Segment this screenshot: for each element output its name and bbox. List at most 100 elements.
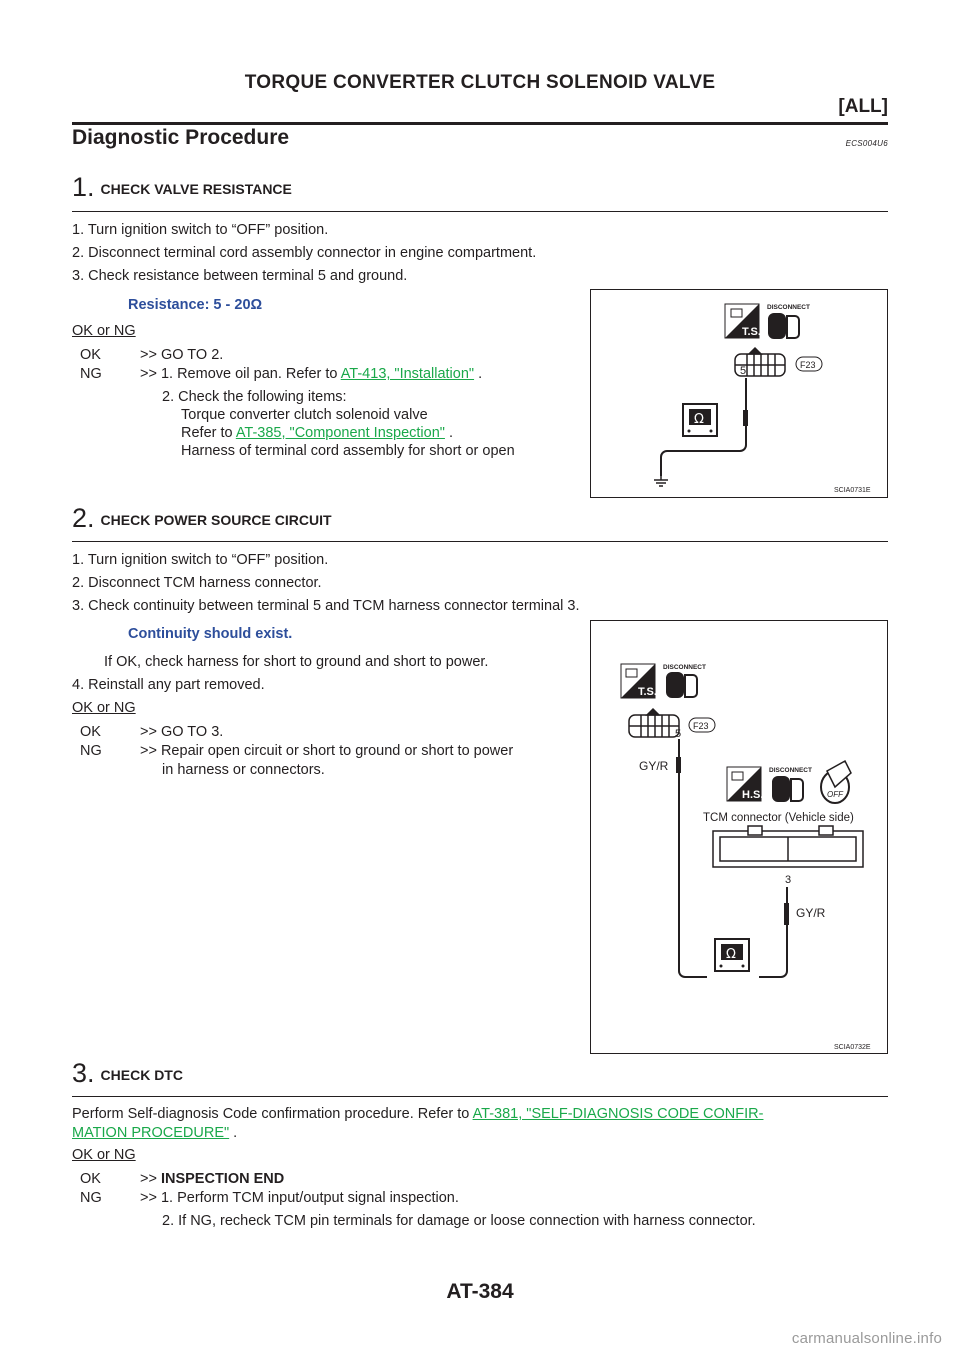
step-3-heading: 3. CHECK DTC [72,1060,183,1089]
step-2-number: 2. [72,503,95,533]
step-2-ng-text: >> Repair open circuit or short to groun… [140,743,514,759]
step-1-ok-text: >> GO TO 2. [140,347,224,363]
step-2-rule [72,541,888,542]
step-3-text: Perform Self-diagnosis Code confirmation… [72,1106,473,1122]
ts-label-2: T.S. [638,686,657,698]
step-3-ng-text: >> 1. Perform TCM input/output signal in… [140,1190,459,1206]
link-at-381-cont[interactable]: MATION PROCEDURE" [72,1125,230,1141]
step-2-note: If OK, check harness for short to ground… [104,654,489,670]
connector-f23-icon [734,346,786,377]
step-2-item-4: 4. Reinstall any part removed. [72,677,265,693]
step-1-ng-refer-line: Refer to AT-385, "Component Inspection" … [181,425,453,442]
step-3-okng: OK or NG [72,1147,136,1163]
step-1-ng-text: >> 1. Remove oil pan. Refer to [140,366,341,382]
figure-1-drawing: T.S. DISCONNECT F23 5 Ω [654,303,871,494]
step-2-item-1: 1. Turn ignition switch to “OFF” positio… [72,552,329,568]
step-3-line-2: MATION PROCEDURE" . [72,1125,237,1142]
step-1-number: 1. [72,172,95,202]
step-1-item-2: 2. Disconnect terminal cord assembly con… [72,245,537,261]
step-2-ng-text2: in harness or connectors. [162,762,325,778]
step-2-ok-label: OK [80,724,101,740]
step-1-item-3: 3. Check resistance between terminal 5 a… [72,268,408,284]
step-1-rule [72,211,888,212]
connector-id: F23 [800,360,816,370]
step-2-heading: 2. CHECK POWER SOURCE CIRCUIT [72,505,332,534]
step-2-spec: Continuity should exist. [128,626,293,642]
disconnect-connector-icon-1 [666,672,698,698]
disconnect-label-2: DISCONNECT [769,767,812,774]
figure-2-code: SCIA0732E [834,1044,871,1051]
pin-5: 5 [675,728,681,740]
step-3-ng-item2: 2. If NG, recheck TCM pin terminals for … [162,1213,756,1229]
svg-text:Ω: Ω [694,412,704,427]
step-3-line-1: Perform Self-diagnosis Code confirmation… [72,1106,888,1123]
step-3-title: CHECK DTC [100,1067,183,1083]
hs-icon: H.S. [726,766,763,802]
step-2-ok-text: >> GO TO 3. [140,724,224,740]
ground-icon [654,460,668,487]
step-1-ng-label: NG [80,366,102,382]
disconnect-label: DISCONNECT [767,304,810,311]
tcm-connector-icon [712,825,864,868]
figure-2-drawing: T.S. DISCONNECT F23 5 GY/R H.S. DISCONNE… [620,663,871,1051]
figure-valve-resistance: T.S. DISCONNECT F23 5 Ω [590,289,888,498]
step-1-ng-line: >> 1. Remove oil pan. Refer to AT-413, "… [140,366,482,383]
wire-color-1: GY/R [639,759,669,773]
step-3-ng-label: NG [80,1190,102,1206]
figure-1-code: SCIA0731E [834,487,871,494]
hs-label: H.S. [742,789,763,801]
section-title: Diagnostic Procedure [72,126,290,149]
section-code: ECS004U6 [845,139,888,148]
step-1-ng-item2: 2. Check the following items: [162,389,347,405]
ts-label: T.S. [742,326,761,338]
header-rule [72,122,888,125]
tcm-connector-label: TCM connector (Vehicle side) [703,812,854,824]
pin-number: 5 [740,365,746,377]
step-3-number: 3. [72,1058,95,1088]
disconnect-connector-icon-2 [772,776,804,802]
link-at-381[interactable]: AT-381, "SELF-DIAGNOSIS CODE CONFIR- [472,1106,764,1122]
step-3-ok-label: OK [80,1171,101,1187]
step-1-refer-after: . [444,425,453,441]
disconnect-connector-icon [768,313,800,339]
step-1-title: CHECK VALVE RESISTANCE [100,181,292,197]
step-1-item-1: 1. Turn ignition switch to “OFF” positio… [72,222,329,238]
pin-3: 3 [785,874,791,886]
link-at-413[interactable]: AT-413, "Installation" [340,366,475,382]
step-2-okng: OK or NG [72,700,136,716]
ohmmeter-icon: Ω [682,403,718,437]
step-1-ok-label: OK [80,347,101,363]
link-at-385[interactable]: AT-385, "Component Inspection" [235,425,445,441]
ignition-key-icon: OFF [820,759,852,804]
step-1-ng-item2b: Harness of terminal cord assembly for sh… [181,443,515,459]
svg-text:Ω: Ω [726,947,736,962]
step-1-ng-after: . [474,366,483,382]
ts-icon: T.S. [724,303,761,339]
step-2-title: CHECK POWER SOURCE CIRCUIT [100,512,332,528]
page-number: AT-384 [446,1280,514,1303]
step-1-okng: OK or NG [72,323,136,339]
step-3-ok-bold: INSPECTION END [160,1171,285,1187]
connector-id-2: F23 [693,721,709,731]
ohmmeter-icon-2: Ω [714,938,750,972]
figure-power-source-circuit: T.S. DISCONNECT F23 5 GY/R H.S. DISCONNE… [590,620,888,1054]
step-2-item-2: 2. Disconnect TCM harness connector. [72,575,322,591]
step-3-rule [72,1096,888,1097]
page-header-title: TORQUE CONVERTER CLUTCH SOLENOID VALVE [244,72,716,93]
connector-f23-icon-2 [628,707,680,738]
ts-icon-2: T.S. [620,663,657,699]
step-2-item-3: 3. Check continuity between terminal 5 a… [72,598,580,614]
step-1-ng-item2a: Torque converter clutch solenoid valve [181,407,428,423]
step-1-heading: 1. CHECK VALVE RESISTANCE [72,174,292,203]
watermark: carmanualsonline.info [791,1330,942,1347]
off-label: OFF [827,790,844,799]
page-header-subtitle: [ALL] [838,96,888,117]
disconnect-label-1: DISCONNECT [663,664,706,671]
step-3-after: . [229,1125,238,1141]
step-3-ok-text: >> [140,1171,161,1187]
step-1-spec: Resistance: 5 - 20Ω [128,297,263,313]
step-2-ng-label: NG [80,743,102,759]
step-3-ok-line: >> INSPECTION END [140,1171,284,1188]
wire-color-2: GY/R [796,906,826,920]
step-1-refer: Refer to [181,425,236,441]
